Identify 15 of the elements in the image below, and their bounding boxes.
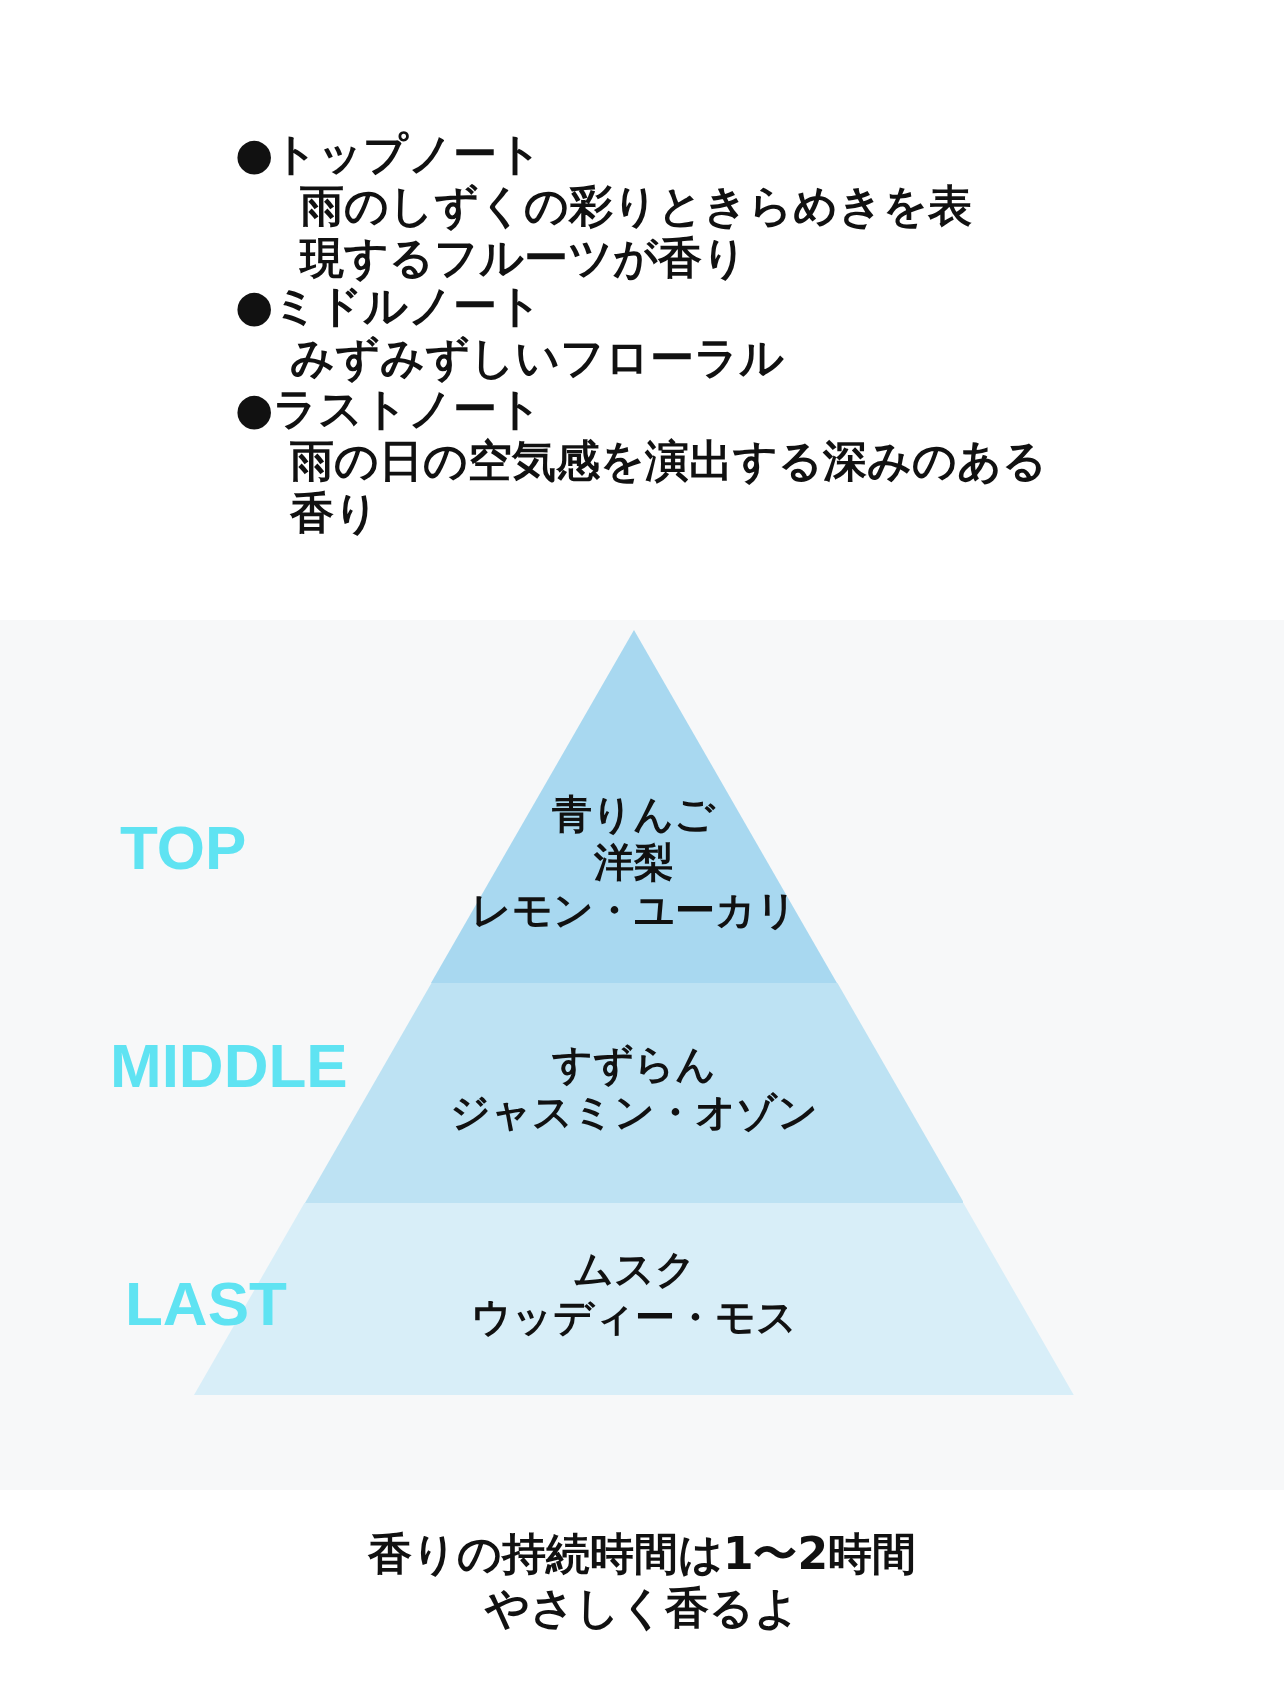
- ingredient-text: 洋梨: [593, 838, 675, 886]
- ingredient-text: 青りんご: [551, 790, 717, 838]
- heading: ●ラストノート: [235, 383, 543, 435]
- tier-label: TOP: [120, 812, 247, 883]
- tier-label: LAST: [125, 1268, 287, 1339]
- note-text: 雨のしずくの彩りときらめきを表現するフルーツが香り: [300, 180, 973, 284]
- footer-text: やさしく香るよ: [483, 1582, 800, 1634]
- ingredient-text: ジャスミン・オゾン: [449, 1088, 819, 1136]
- note-text: 雨の日の空気感を演出する深みのある香り: [290, 435, 1048, 539]
- heading: ●トップノート: [235, 128, 543, 180]
- tier-label: MIDDLE: [110, 1030, 348, 1101]
- ingredient-text: レモン・ユーカリ: [470, 886, 798, 934]
- note-text: みずみずしいフローラル: [290, 332, 785, 384]
- ingredient-text: ムスク: [571, 1245, 697, 1293]
- footer-text: 香りの持続時間は1〜2時間: [366, 1528, 918, 1580]
